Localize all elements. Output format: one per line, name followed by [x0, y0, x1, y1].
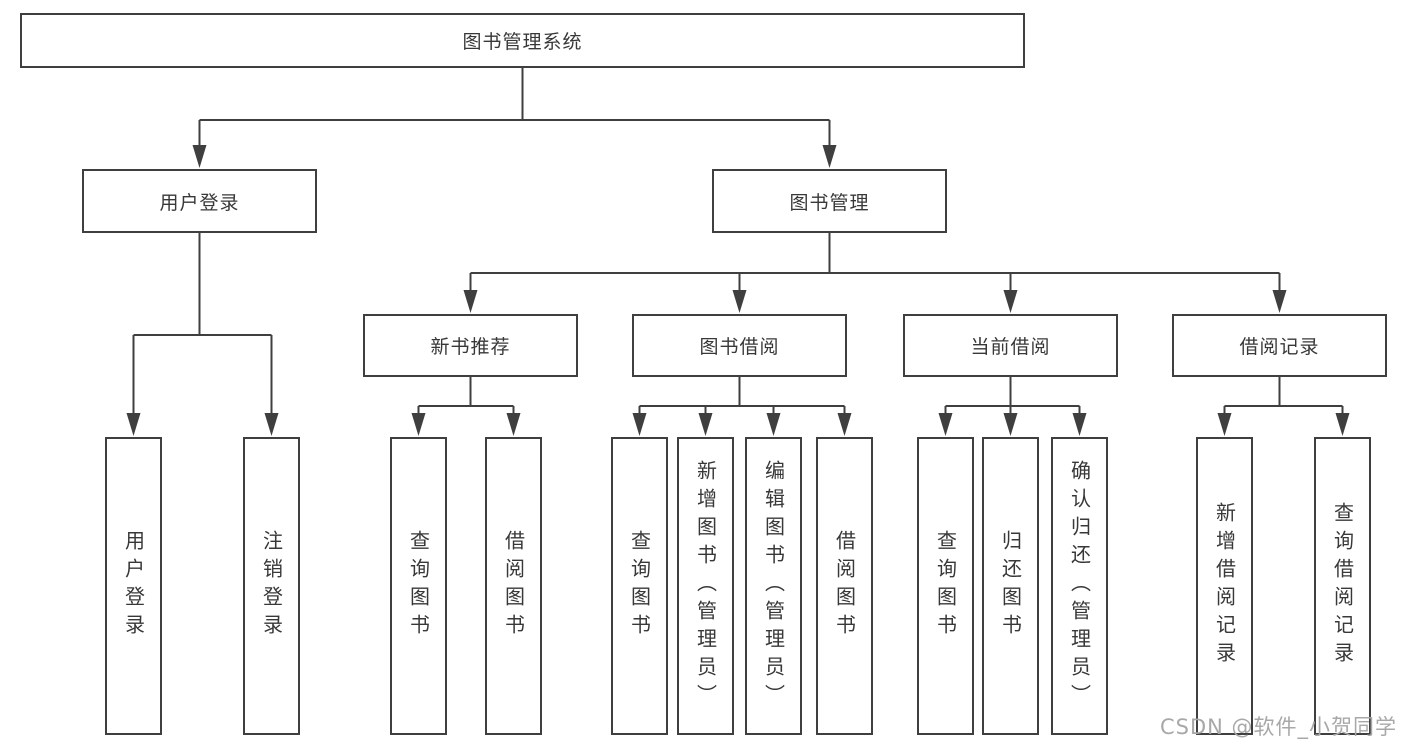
leaf-recommend-borrow-books: 借阅图书 [485, 437, 542, 735]
node-borrow-records: 借阅记录 [1172, 314, 1387, 377]
connector-book-borrow-to-leaves [632, 377, 852, 436]
leaf-records-query-record: 查询借阅记录 [1314, 437, 1371, 735]
leaf-logout: 注销登录 [243, 437, 300, 735]
connector-new-book-rec-to-leaves [411, 377, 521, 436]
leaf-borrowing-query-books: 查询图书 [611, 437, 668, 735]
connector-root-to-level1 [192, 68, 837, 168]
leaf-current-confirm-return-admin: 确认归还（管理员） [1051, 437, 1108, 735]
arrowhead [463, 290, 1287, 313]
arrowhead [1217, 413, 1350, 436]
node-book-borrowing: 图书借阅 [632, 314, 847, 377]
leaf-borrowing-borrow-books: 借阅图书 [816, 437, 873, 735]
leaf-user-login: 用户登录 [105, 437, 162, 735]
connector-book-mgmt-to-level2 [463, 233, 1287, 313]
csdn-watermark: CSDN @软件_小贺同学 [1160, 715, 1398, 739]
leaf-current-query-books: 查询图书 [917, 437, 974, 735]
leaf-borrowing-add-books-admin: 新增图书（管理员） [677, 437, 734, 735]
connector-current-borrow-to-leaves [938, 377, 1087, 436]
leaf-current-return-books: 归还图书 [982, 437, 1039, 735]
leaf-recommend-query-books: 查询图书 [390, 437, 447, 735]
arrowhead [126, 413, 279, 436]
arrowhead [632, 413, 852, 436]
node-root-system: 图书管理系统 [20, 13, 1025, 68]
connector-user-login-to-leaves [126, 233, 279, 436]
node-user-login: 用户登录 [82, 169, 317, 233]
arrowhead [192, 145, 837, 168]
node-current-borrowing: 当前借阅 [903, 314, 1118, 377]
node-book-management: 图书管理 [712, 169, 947, 233]
arrowhead [411, 413, 521, 436]
leaf-borrowing-edit-books-admin: 编辑图书（管理员） [745, 437, 802, 735]
connector-borrow-records-to-leaves [1217, 377, 1350, 436]
node-new-book-recommend: 新书推荐 [363, 314, 578, 377]
arrowhead [938, 413, 1087, 436]
leaf-records-add-record: 新增借阅记录 [1196, 437, 1253, 735]
